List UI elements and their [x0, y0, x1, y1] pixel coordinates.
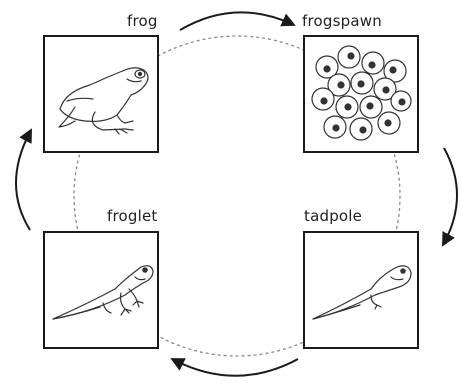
frog-box	[43, 35, 159, 153]
froglet-box	[43, 231, 159, 349]
frog-icon	[58, 67, 149, 135]
arrow-tadpole-to-froglet	[170, 358, 299, 377]
frogspawn-box	[303, 35, 419, 153]
tadpole-box	[303, 231, 419, 349]
label-froglet: froglet	[107, 207, 158, 225]
arrow-frog-to-frogspawn	[179, 11, 296, 31]
tadpole-icon	[312, 265, 412, 320]
arrow-frogspawn-to-tadpole	[442, 147, 458, 247]
label-tadpole: tadpole	[304, 207, 363, 225]
label-frogspawn: frogspawn	[302, 12, 382, 30]
label-frog: frog	[127, 12, 158, 30]
dashed-cycle-circle	[73, 35, 401, 357]
froglet-icon	[52, 265, 154, 320]
frogspawn-icon	[311, 45, 412, 141]
arrow-froglet-to-frog	[15, 128, 32, 231]
